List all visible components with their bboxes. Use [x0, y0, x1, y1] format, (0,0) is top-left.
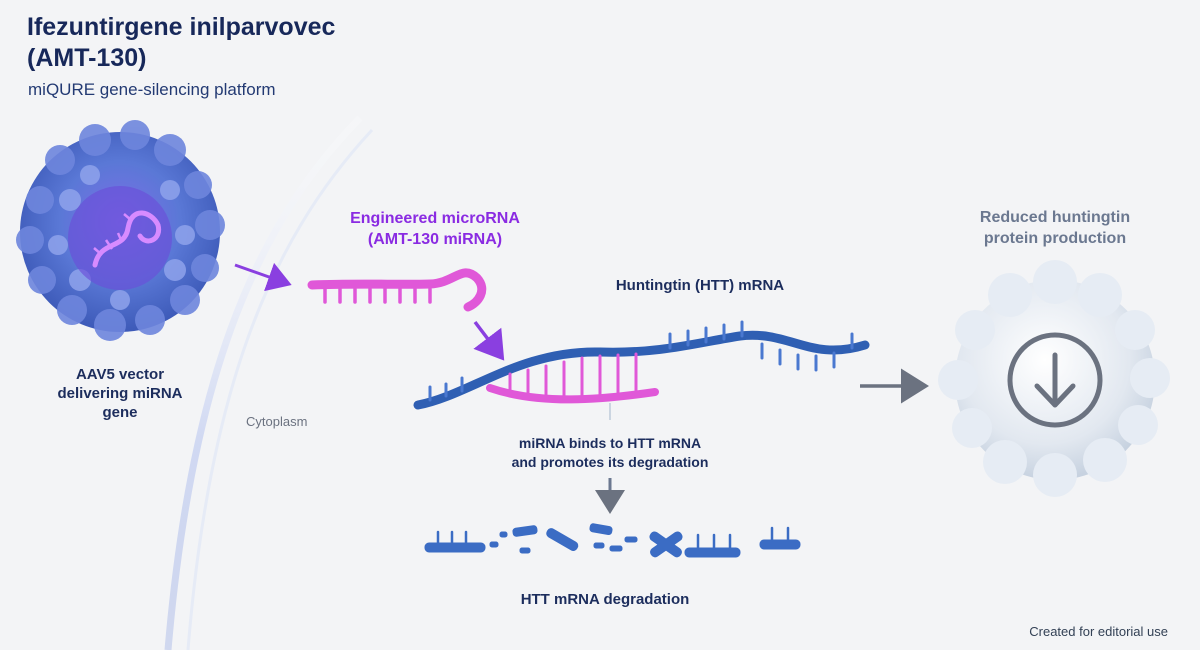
page-title: Ifezuntirgene inilparvovec (AMT-130) [27, 12, 447, 74]
arrow-vector-to-mirna [234, 262, 292, 292]
page-subtitle: miQURE gene-silencing platform [28, 80, 276, 99]
page-title-line-1: Ifezuntirgene inilparvovec [27, 13, 336, 41]
mirna-label-line-1: Engineered microRNA [350, 210, 520, 227]
outcome-label-line-1: Reduced huntingtin [979, 209, 1131, 226]
vector-label-line-2: delivering miRNA [57, 385, 183, 402]
bound-mirna-strand [486, 352, 659, 404]
outcome-label: Reduced huntingtin protein production [940, 207, 1170, 249]
cytoplasm-label: Cytoplasm [246, 414, 308, 429]
mirna-label-line-2: (AMT-130 miRNA) [367, 231, 503, 248]
huntingtin-protein [938, 260, 1170, 497]
down-arrow-circle-icon [1007, 332, 1103, 428]
cell-membrane [164, 115, 363, 650]
page-title-line-2: (AMT-130) [27, 44, 147, 72]
vector-label: AAV5 vector delivering miRNA gene [20, 365, 220, 422]
mirna-label: Engineered microRNA (AMT-130 miRNA) [320, 208, 550, 250]
cell-membrane-inner [186, 128, 374, 650]
vector-label-line-1: AAV5 vector [75, 366, 165, 383]
mrna-fragments [424, 523, 801, 558]
arrow-mirna-to-mrna [473, 320, 505, 361]
aav5-vector-particle [16, 120, 225, 341]
htt-mrna-strand [413, 320, 870, 410]
binding-label-line-1: miRNA binds to HTT mRNA [518, 435, 702, 451]
binding-label: miRNA binds to HTT mRNA and promotes its… [480, 434, 740, 472]
engineered-mirna-strand [307, 268, 487, 312]
outcome-label-line-2: protein production [983, 230, 1127, 247]
binding-label-line-2: and promotes its degradation [511, 454, 709, 470]
degradation-label: HTT mRNA degradation [520, 591, 690, 608]
htt-mrna-label: Huntingtin (HTT) mRNA [615, 277, 785, 294]
footer-credit: Created for editorial use [1029, 624, 1168, 639]
vector-label-line-3: gene [102, 404, 138, 421]
